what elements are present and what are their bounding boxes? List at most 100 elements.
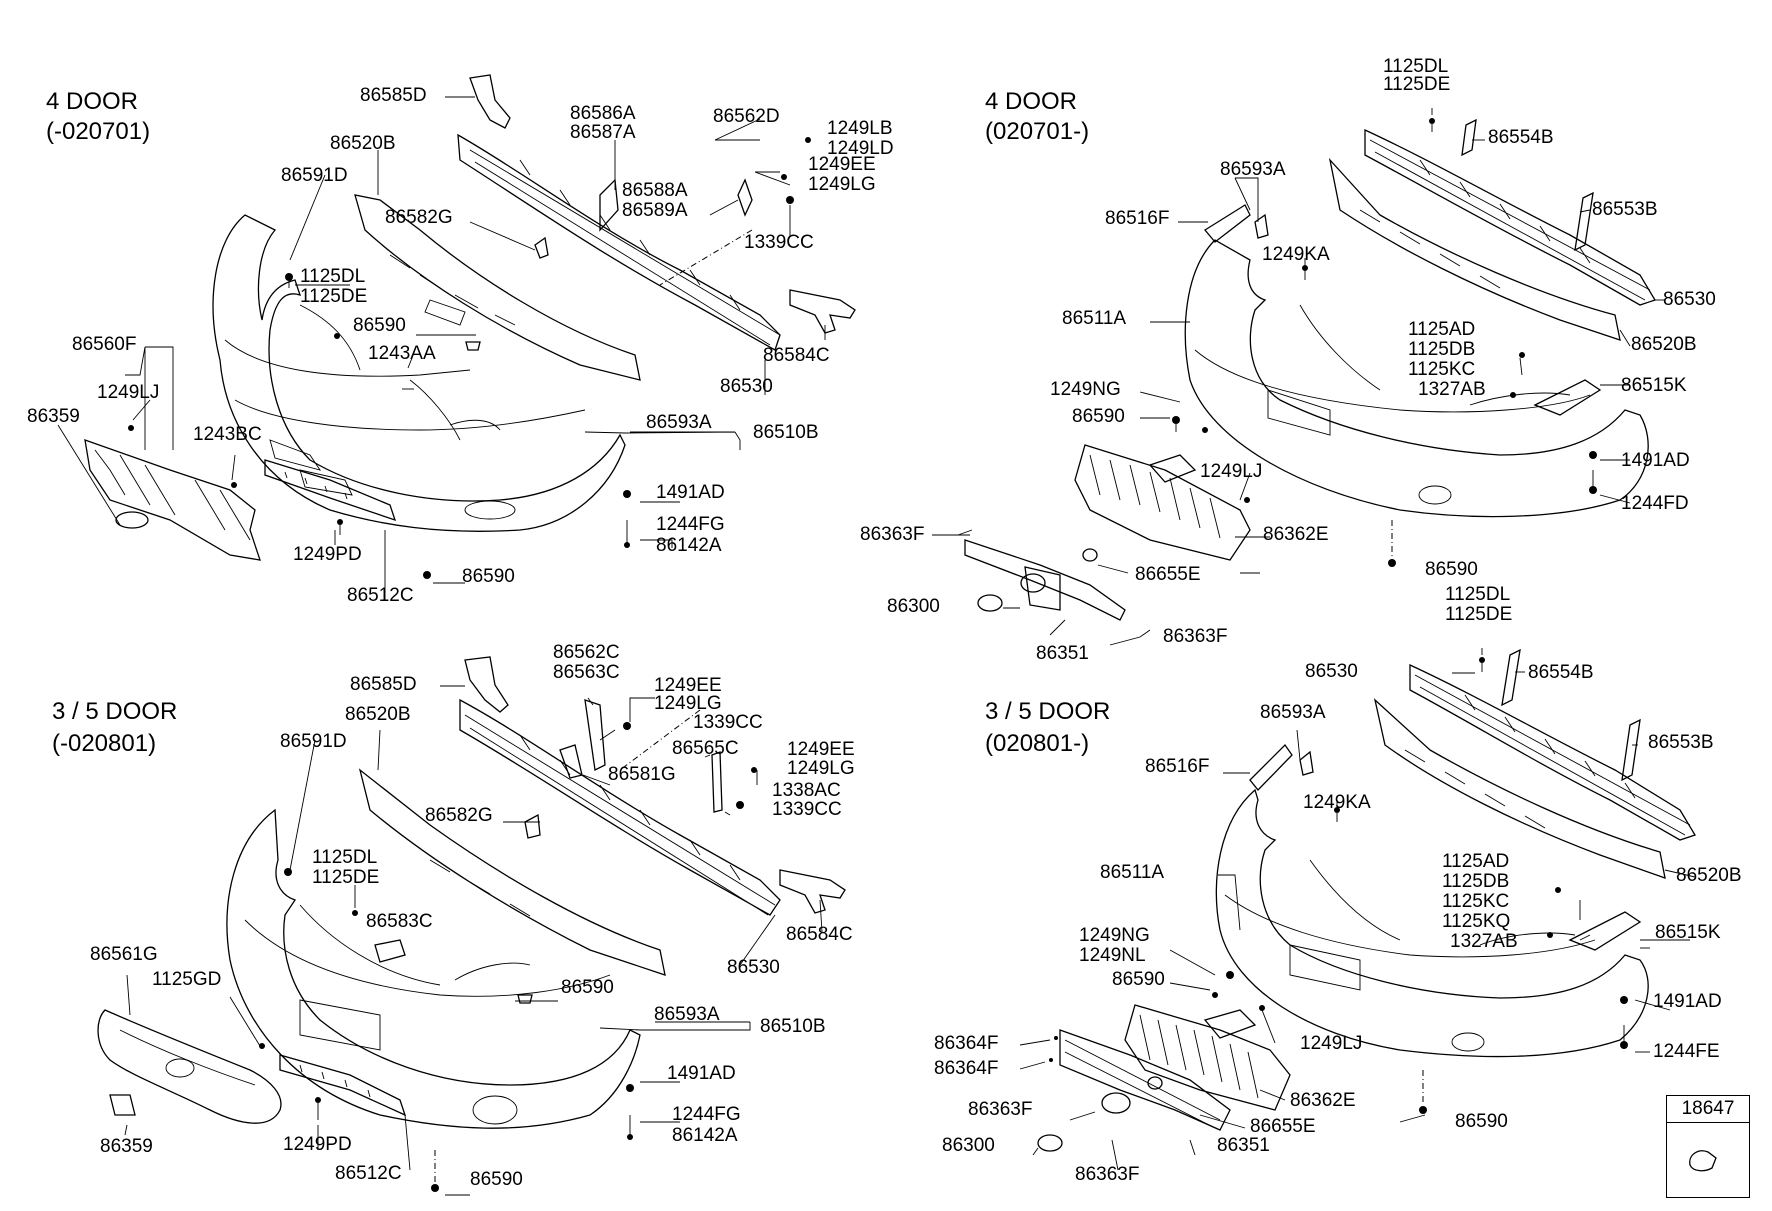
part-label: 86583C [366, 911, 433, 932]
part-label: 1491AD [1653, 991, 1722, 1012]
bl-fasteners [259, 722, 757, 1192]
part-label: 86511A [1062, 308, 1127, 329]
part-label: 86593A [654, 1004, 720, 1025]
part-label: 86590 [462, 566, 515, 587]
section-range-tr: (020701-) [985, 118, 1090, 145]
tl-bracket-86584C [789, 289, 856, 334]
part-label: 1243AA [368, 343, 436, 364]
part-label: 86515K [1621, 375, 1687, 396]
tl-side-bracket [534, 178, 753, 259]
br-grille [1124, 1004, 1291, 1111]
part-label: 86142A [672, 1125, 738, 1146]
part-label: 1338AC [772, 780, 841, 801]
bl-lower-strip [279, 1054, 407, 1117]
part-label: 86515K [1655, 922, 1721, 943]
part-label: 86655E [1135, 564, 1201, 585]
part-label: 86582G [425, 805, 493, 826]
part-label: 1125KQ [1442, 911, 1511, 932]
section-range-tl: (-020701) [46, 118, 151, 145]
part-label: 1125KC [1442, 891, 1510, 912]
part-label: 1244FG [656, 514, 725, 535]
part-label: 86584C [763, 345, 830, 366]
tl-front-bumper-cover [212, 214, 626, 532]
tl-bumper-beam [457, 133, 781, 351]
tr-bumper-cover [1184, 239, 1649, 518]
part-label: 86581G [608, 764, 676, 785]
part-label: 86590 [561, 977, 614, 998]
bl-bumper-cover [226, 808, 641, 1129]
part-label: 86588A [622, 180, 688, 201]
part-label: 1249PD [293, 544, 362, 565]
tr-brackets [1204, 118, 1602, 416]
part-label: 1249EE [808, 154, 876, 175]
reference-box-number: 18647 [1667, 1096, 1749, 1123]
part-label: 86520B [1676, 865, 1742, 886]
part-label: 1125DE [300, 286, 368, 307]
part-label: 86655E [1250, 1116, 1316, 1137]
part-label: 86593A [646, 412, 712, 433]
tl-energy-absorber [354, 194, 641, 381]
part-label: 86590 [1112, 969, 1165, 990]
br-energy-absorber [1373, 698, 1666, 879]
part-label: 86363F [860, 524, 925, 545]
part-label: 1125DE [312, 867, 380, 888]
part-label: 86512C [335, 1163, 402, 1184]
part-label: 1125GD [152, 969, 222, 990]
part-label: 86510B [753, 422, 819, 443]
part-label: 86563C [553, 662, 620, 683]
part-label: 86590 [353, 315, 406, 336]
part-label: 1125DL [300, 266, 366, 287]
part-label: 1125AD [1408, 319, 1476, 340]
tr-molding [964, 539, 1126, 621]
part-label: 86565C [672, 738, 739, 759]
br-bumper-beam [1409, 663, 1696, 841]
bl-leader-lines [124, 685, 823, 1196]
part-label: 86363F [968, 1099, 1033, 1120]
section-title-tr: 4 DOOR [985, 88, 1078, 115]
part-label: 86300 [942, 1135, 995, 1156]
part-label: 1339CC [693, 712, 763, 733]
bl-energy-absorber [358, 768, 666, 976]
part-label: 86560F [72, 334, 137, 355]
part-label: 86359 [100, 1136, 153, 1157]
part-label: 86590 [1072, 406, 1125, 427]
part-label: 86520B [345, 704, 411, 725]
part-label: 86364F [934, 1058, 999, 1079]
br-bumper-cover [1215, 788, 1649, 1058]
tr-bumper-beam [1364, 128, 1656, 306]
part-label: 86530 [1663, 289, 1716, 310]
part-label: 86300 [887, 596, 940, 617]
part-label: 86520B [330, 133, 396, 154]
part-label: 86561G [90, 944, 158, 965]
part-label: 1249KA [1262, 244, 1330, 265]
part-label: 86562D [713, 106, 780, 127]
br-upper-grille [1037, 1029, 1231, 1152]
part-label: 1249LJ [1200, 461, 1263, 482]
part-label: 1249KA [1303, 792, 1371, 813]
part-label: 86590 [1425, 559, 1478, 580]
part-label: 1339CC [744, 232, 814, 253]
part-label: 86363F [1075, 1164, 1140, 1185]
part-label: 86520B [1631, 334, 1697, 355]
tl-lower-strip [264, 459, 397, 522]
part-label: 86562C [553, 642, 620, 663]
part-label: 1125DB [1408, 339, 1476, 360]
part-label: 86363F [1163, 626, 1228, 647]
section-range-br: (020801-) [985, 730, 1090, 757]
part-label: 86351 [1036, 643, 1089, 664]
part-label: 1125DL [312, 847, 378, 868]
part-label: 1491AD [1621, 450, 1690, 471]
part-label: 86362E [1263, 524, 1329, 545]
part-label: 1125DL [1445, 584, 1511, 605]
part-label: 1125AD [1442, 851, 1510, 872]
part-label: 1249LJ [97, 382, 160, 403]
part-label: 86586A [570, 103, 636, 124]
clip-icon [1689, 1150, 1717, 1172]
part-label: 1249LD [827, 138, 894, 159]
part-label: 1249LJ [1300, 1033, 1363, 1054]
part-label: 86590 [470, 1169, 523, 1190]
part-label: 86582G [385, 207, 453, 228]
br-leader-lines [1019, 648, 1696, 1171]
part-label: 1249PD [283, 1134, 352, 1155]
